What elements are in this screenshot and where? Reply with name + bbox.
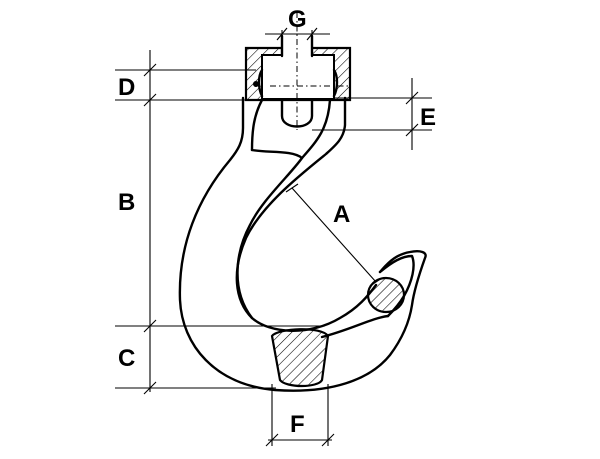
pin-lock-dot [253, 81, 259, 87]
latch-contour [320, 314, 390, 339]
hook-outer-contour [178, 96, 427, 392]
label-b: B [118, 189, 135, 216]
latch-round-section [366, 276, 406, 314]
tick-a-top [285, 183, 299, 193]
tick-f-left [265, 433, 279, 447]
head-eye [280, 98, 314, 128]
tick-e-top [405, 91, 419, 105]
label-c: C [118, 345, 135, 372]
dimension-lines [115, 27, 432, 447]
shank-right-edge [300, 98, 332, 160]
label-f: F [290, 411, 305, 438]
pin-body [257, 68, 264, 98]
hook-body [178, 96, 427, 392]
label-d: D [118, 74, 135, 101]
dimension-labels: A B C D E F G [118, 6, 436, 438]
tick-d-top [143, 63, 157, 77]
tick-f-right [321, 433, 335, 447]
label-g: G [288, 6, 307, 33]
shank-left-edge [250, 98, 264, 152]
tick-a-bottom [369, 277, 383, 287]
bottom-trapezoid-section [270, 328, 330, 388]
a-dimension-line [291, 187, 377, 283]
hook-head [244, 34, 352, 128]
tick-e-bottom [405, 123, 419, 137]
pin-end-right [332, 68, 339, 98]
pin-bore [261, 54, 335, 100]
tick-d-bottom [143, 93, 157, 107]
hook-inner-contour [235, 96, 378, 332]
label-e: E [420, 104, 436, 131]
hook-groove-line [236, 148, 304, 320]
tick-c-bottom [143, 381, 157, 395]
tick-g-left [276, 27, 288, 41]
tick-c-top [143, 319, 157, 333]
cross-sections [270, 276, 406, 388]
label-a: A [333, 201, 350, 228]
tick-g-right [306, 27, 318, 41]
